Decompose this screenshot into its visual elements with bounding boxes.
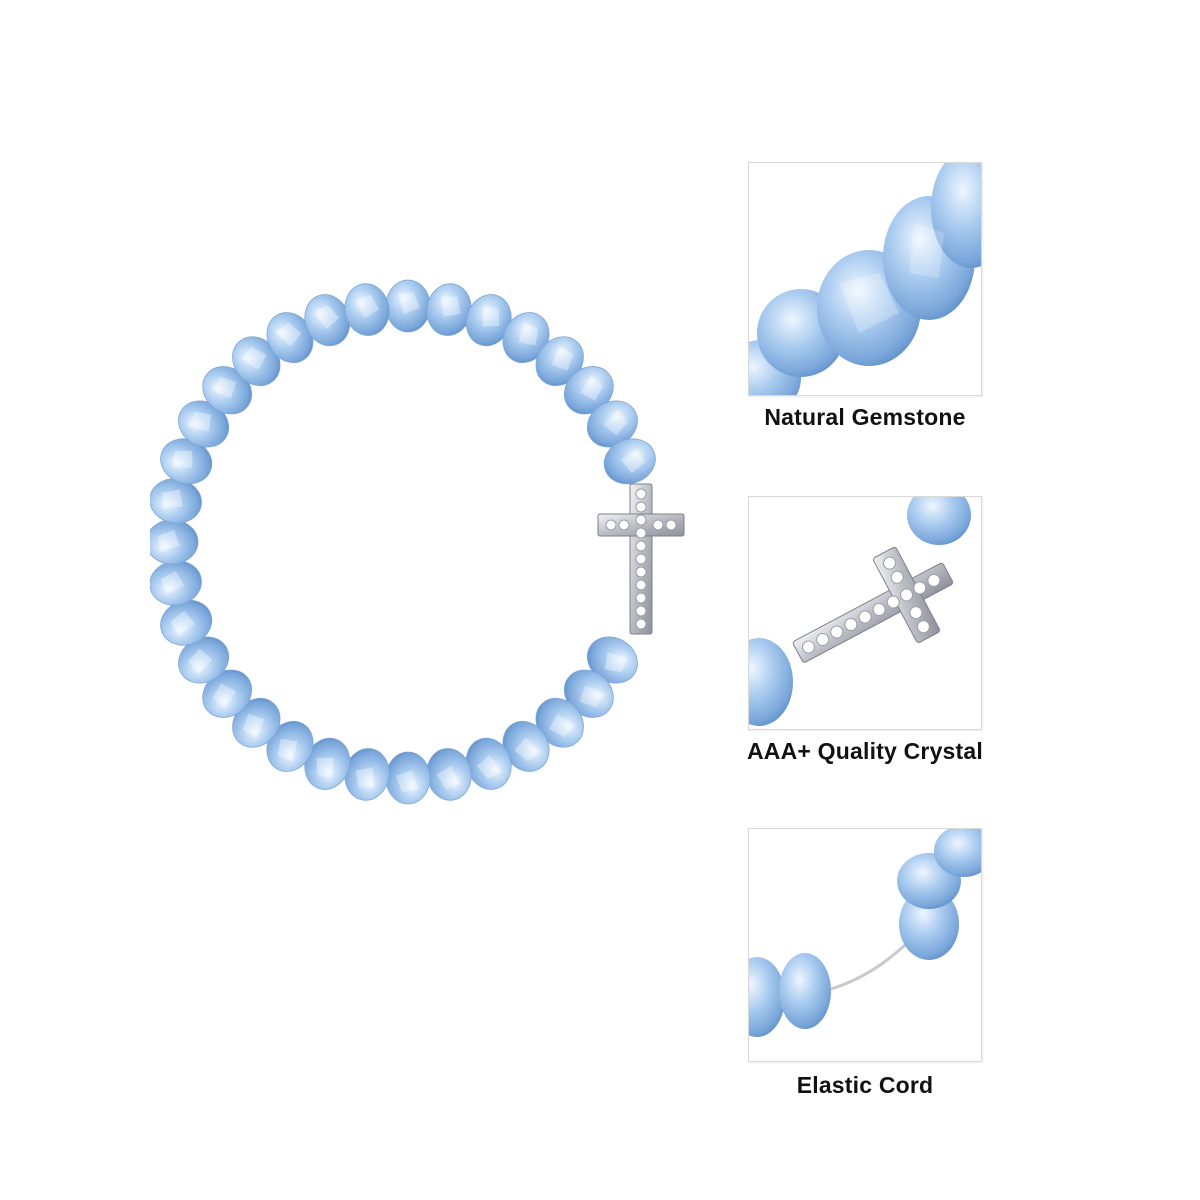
bead	[502, 720, 550, 772]
bracelet-product-image	[150, 279, 685, 805]
elastic-cord-closeup	[749, 829, 981, 1037]
bead	[178, 400, 230, 448]
bead	[150, 560, 202, 606]
bead-ring	[150, 279, 656, 805]
bead	[150, 519, 199, 565]
bead	[150, 478, 202, 524]
bead	[344, 283, 390, 336]
bead	[563, 669, 614, 718]
gemstone-closeup-image	[749, 163, 981, 395]
bead	[465, 294, 512, 347]
bead	[603, 438, 656, 485]
bead	[586, 636, 638, 684]
bead	[232, 697, 281, 748]
crystal-closeup-image	[749, 497, 971, 726]
cord-closeup-image	[749, 829, 981, 1037]
detail-panel-crystal	[748, 496, 982, 730]
caption-elastic-cord: Elastic Cord	[796, 1072, 934, 1098]
bead	[502, 312, 550, 364]
bead	[535, 336, 584, 387]
bead	[202, 366, 253, 415]
bead	[465, 737, 512, 790]
bead	[178, 636, 230, 684]
bead	[266, 720, 314, 772]
bead	[304, 294, 351, 347]
crystal-cross-closeup	[749, 497, 971, 726]
bead	[304, 737, 351, 790]
cross-pendant	[597, 483, 685, 635]
bead	[385, 751, 431, 805]
bead	[535, 697, 584, 748]
bead	[266, 312, 314, 364]
caption-natural-gemstone: Natural Gemstone	[764, 404, 966, 430]
caption-quality-crystal: AAA+ Quality Crystal	[747, 738, 983, 764]
bead	[160, 599, 213, 646]
detail-panel-gemstone	[748, 162, 982, 396]
bead	[586, 400, 638, 448]
bead	[563, 366, 614, 415]
bead	[426, 748, 472, 801]
bead	[232, 336, 281, 387]
detail-panel-cord	[748, 828, 982, 1062]
bead	[344, 748, 390, 801]
bead	[385, 279, 431, 333]
gemstone-beads-closeup	[749, 163, 981, 395]
